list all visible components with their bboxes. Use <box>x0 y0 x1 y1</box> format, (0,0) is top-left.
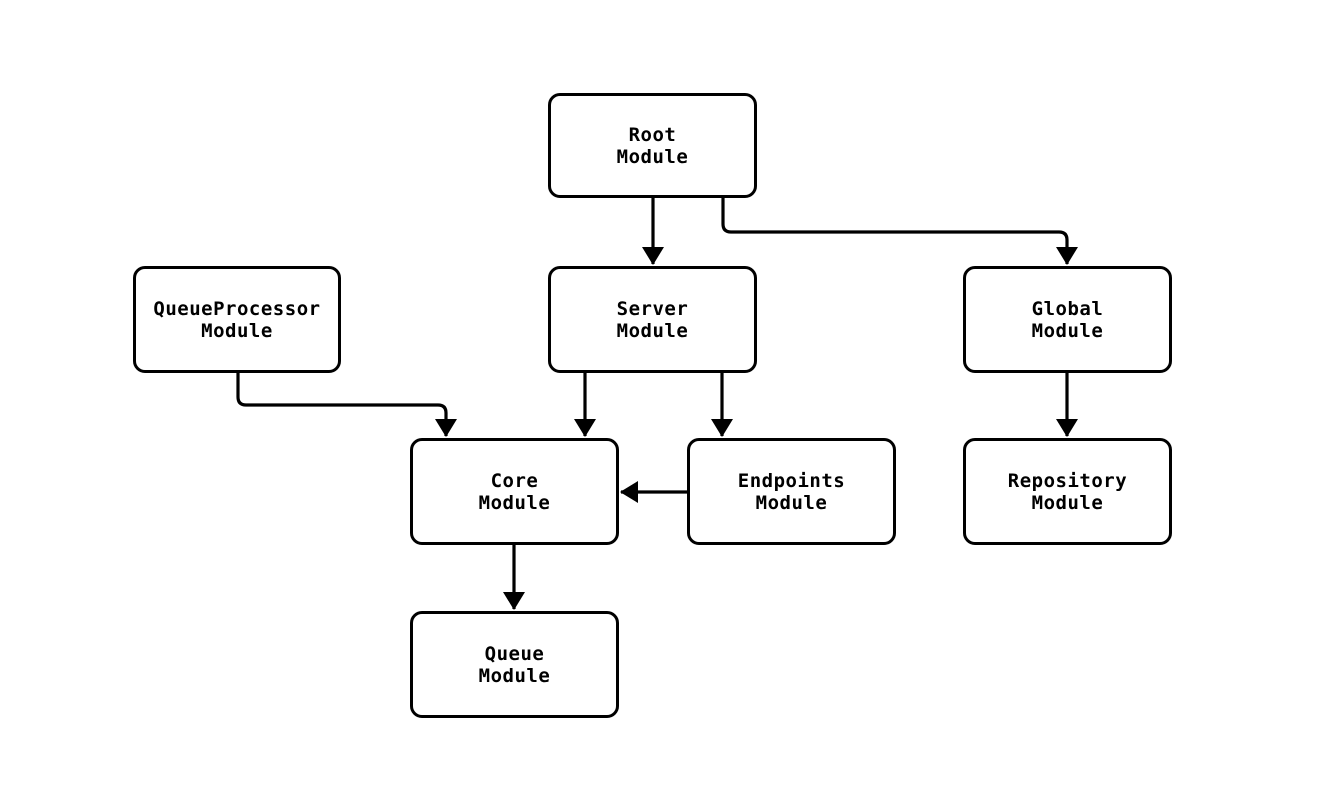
node-label: Endpoints <box>737 469 846 492</box>
node-label: Module <box>755 491 828 514</box>
node-label: Server <box>616 297 689 320</box>
node-label: Core <box>490 469 539 492</box>
node-label: Module <box>478 664 551 687</box>
node-label: Global <box>1031 297 1104 320</box>
node-label: Root <box>628 123 677 146</box>
node-global-module: Global Module <box>963 266 1172 373</box>
node-label: Module <box>1031 319 1104 342</box>
node-label: Module <box>478 491 551 514</box>
node-endpoints-module: Endpoints Module <box>687 438 896 545</box>
node-label: Repository <box>1007 469 1128 492</box>
node-root-module: Root Module <box>548 93 757 198</box>
edge-queueprocessor-to-core <box>236 373 457 437</box>
node-label: Module <box>616 319 689 342</box>
node-label: QueueProcessor <box>153 297 321 320</box>
node-label: Queue <box>484 642 545 665</box>
node-label: Module <box>201 319 273 342</box>
node-core-module: Core Module <box>410 438 619 545</box>
edge-root-to-global <box>721 198 1078 265</box>
node-label: Module <box>1031 491 1104 514</box>
node-label: Module <box>616 145 689 168</box>
node-server-module: Server Module <box>548 266 757 373</box>
node-repository-module: Repository Module <box>963 438 1172 545</box>
node-queueprocessor-module: QueueProcessor Module <box>133 266 341 373</box>
node-queue-module: Queue Module <box>410 611 619 718</box>
